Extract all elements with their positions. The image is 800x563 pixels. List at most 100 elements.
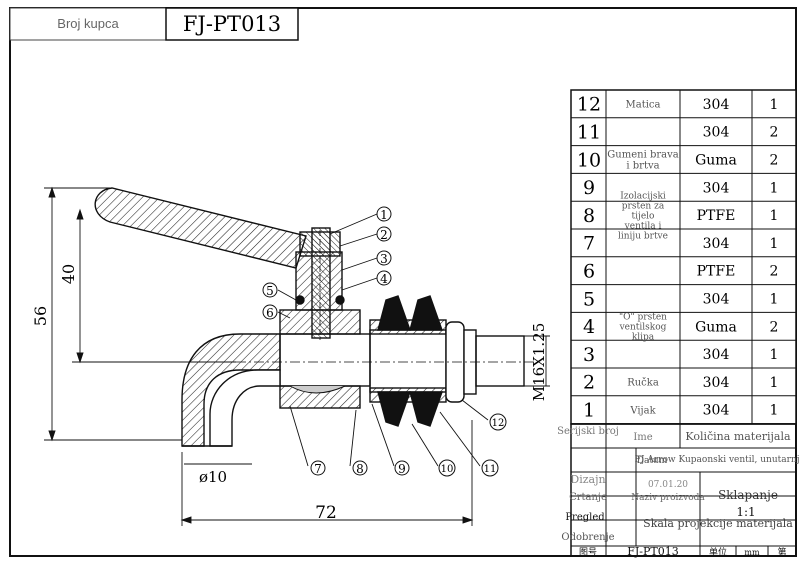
- bom-material: PTFE: [697, 208, 736, 224]
- bom-qty: 2: [770, 319, 779, 335]
- bom-no: 1: [583, 399, 595, 421]
- title-block: [570, 423, 797, 557]
- bom-qty: 1: [770, 208, 779, 224]
- callout-2: 2: [376, 226, 392, 242]
- bom-no: 5: [583, 288, 595, 310]
- rubber-seal-top-2: [409, 295, 443, 331]
- drawing-product-name: Naziv proizvoda: [631, 493, 705, 503]
- bom-name: Vijak: [629, 405, 656, 416]
- dimension-lines: [44, 186, 550, 526]
- bom-material: 304: [703, 375, 730, 391]
- bom-no: 6: [583, 260, 595, 282]
- bottom-mm: mm: [744, 548, 760, 557]
- bom-qty: 2: [770, 125, 779, 141]
- rubber-seal-top-1: [377, 295, 411, 331]
- dim-40: 40: [59, 264, 78, 284]
- bom-material: 304: [703, 125, 730, 141]
- bom-material: 304: [703, 236, 730, 252]
- part-number: FJ-PT013: [183, 12, 281, 36]
- bom-qty: 1: [770, 97, 779, 113]
- bom-material: 304: [703, 292, 730, 308]
- bom-no: 7: [583, 233, 595, 255]
- bom-material: 304: [703, 403, 730, 419]
- part-number-box: [165, 7, 299, 41]
- svg-text:11: 11: [484, 464, 497, 475]
- bottom-unit: 单位: [709, 546, 727, 558]
- svg-text:7: 7: [314, 462, 322, 476]
- bom-row: 11 304 2: [571, 121, 796, 147]
- threaded-connector: [369, 329, 447, 393]
- bom-no: 11: [577, 121, 601, 143]
- svg-text:2: 2: [380, 228, 388, 242]
- callout-8: 8: [352, 460, 368, 476]
- svg-text:1: 1: [380, 208, 388, 222]
- bom-qty: 2: [770, 264, 779, 280]
- svg-text:5: 5: [266, 284, 274, 298]
- bom-qty: 2: [770, 153, 779, 169]
- bom-qty: 1: [770, 403, 779, 419]
- valve-section-drawing: [94, 187, 540, 447]
- bom-row: 5 304 1: [571, 288, 796, 313]
- review-label: Pregled: [565, 512, 605, 523]
- bom-qty: 1: [770, 180, 779, 196]
- drawing-label: Crtanje: [569, 492, 607, 503]
- bom-no: 8: [583, 205, 595, 227]
- bom-row: 6 PTFE 2: [571, 260, 796, 286]
- dim-56: 56: [31, 306, 50, 326]
- bom-qty: 1: [770, 375, 779, 391]
- product-name: FJ Arrow Kupaonski ventil, unutarnja ven…: [635, 455, 800, 465]
- svg-text:12: 12: [492, 418, 505, 429]
- svg-text:10: 10: [441, 464, 454, 475]
- lever-handle: [94, 187, 307, 269]
- valve-body-bore: [279, 333, 371, 387]
- bom-header-serial: Serijski broj: [557, 426, 619, 437]
- scale-label: Skala projekcije materijala: [643, 517, 793, 530]
- bom-material: Guma: [695, 319, 737, 335]
- bom-material: Guma: [695, 153, 737, 169]
- bom-no: 2: [583, 372, 595, 394]
- dim-spout-diameter: ø10: [199, 468, 227, 486]
- title-block-text: Serijski broj Ime Količina materijala Da…: [557, 426, 800, 558]
- pipe-end: [475, 335, 525, 387]
- bom-no: 10: [577, 149, 601, 171]
- bom-no: 12: [577, 94, 601, 116]
- callout-10: 10: [438, 459, 456, 477]
- valve-body-top: [279, 309, 361, 335]
- svg-text:3: 3: [380, 252, 388, 266]
- bom-header-material: Količina materijala: [685, 430, 791, 443]
- dim-72: 72: [315, 503, 337, 523]
- bom-no: 4: [583, 316, 595, 338]
- design-label: Dizajn: [570, 473, 605, 486]
- approval-label: Odobrenje: [561, 532, 614, 543]
- callout-leaders: [277, 213, 489, 467]
- bottom-sheet: 第: [777, 546, 786, 558]
- bom-material: 304: [703, 180, 730, 196]
- svg-text:4: 4: [380, 272, 388, 286]
- assembly-label: Sklapanje: [718, 488, 778, 502]
- callout-5: 5: [262, 282, 278, 298]
- svg-text:9: 9: [398, 462, 406, 476]
- bom-material: 304: [703, 97, 730, 113]
- bom-qty: 1: [770, 292, 779, 308]
- bom-material: PTFE: [697, 264, 736, 280]
- date-label: Datum: [637, 456, 668, 466]
- bom-qty: 1: [770, 236, 779, 252]
- bom-material: 304: [703, 347, 730, 363]
- bom-no: 3: [583, 344, 595, 366]
- bom-header-name: Ime: [633, 432, 652, 443]
- bom-name: Ručka: [627, 377, 659, 388]
- svg-text:8: 8: [356, 462, 364, 476]
- rubber-seal-bottom-2: [409, 391, 443, 427]
- callout-4: 4: [376, 270, 392, 286]
- dim-thread: M16X1.25: [530, 323, 548, 402]
